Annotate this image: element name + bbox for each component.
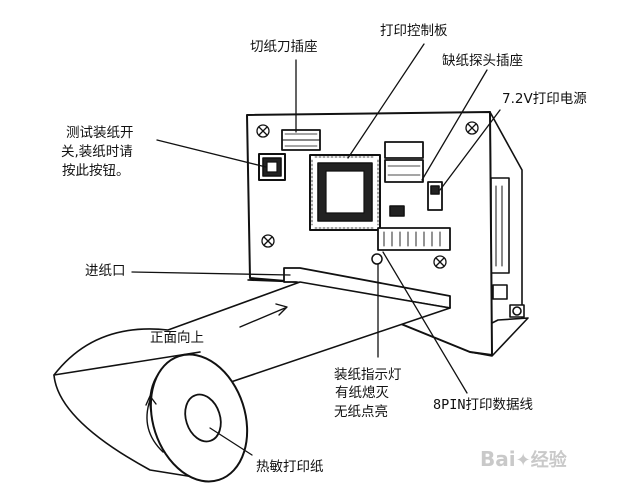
- side-bracket: [489, 111, 525, 356]
- watermark: Bai✦经验: [480, 446, 567, 472]
- watermark-suffix: 经验: [530, 450, 567, 471]
- rotation-arrow: [146, 399, 164, 453]
- label-test-button-line1: 测试装纸开: [66, 125, 134, 141]
- control-chip: [309, 154, 381, 231]
- data-connector: [377, 227, 451, 251]
- paw-icon: ✦: [515, 450, 531, 471]
- label-face-up: 正面向上: [150, 330, 204, 346]
- label-indicator-line3: 无纸点亮: [334, 404, 388, 420]
- label-thermal-paper: 热敏打印纸: [256, 459, 324, 475]
- panel-screws: [256, 121, 479, 269]
- paper-indicator-led: [371, 253, 383, 265]
- label-control-board: 打印控制板: [380, 23, 448, 39]
- feed-direction-arrow: [239, 303, 288, 328]
- label-test-button-line3: 按此按钮。: [62, 163, 130, 179]
- label-paper-sensor-socket: 缺纸探头插座: [442, 53, 523, 69]
- test-button: [258, 153, 286, 181]
- watermark-brand: Bai: [480, 447, 516, 471]
- paper-sensor-socket: [384, 141, 424, 217]
- label-indicator-line2: 有纸熄灭: [335, 385, 389, 401]
- label-data-cable: 8PIN打印数据线: [433, 397, 534, 413]
- label-paper-inlet: 进纸口: [85, 263, 126, 279]
- label-cutter-socket: 切纸刀插座: [250, 39, 318, 55]
- paper-roll: [53, 351, 249, 483]
- label-test-button-line2: 关,装纸时请: [61, 144, 133, 160]
- power-connector: [427, 181, 443, 211]
- label-indicator-line1: 装纸指示灯: [334, 367, 402, 383]
- leader-lines: [131, 43, 501, 456]
- label-power: 7.2V打印电源: [502, 91, 587, 107]
- cutter-socket: [281, 129, 321, 151]
